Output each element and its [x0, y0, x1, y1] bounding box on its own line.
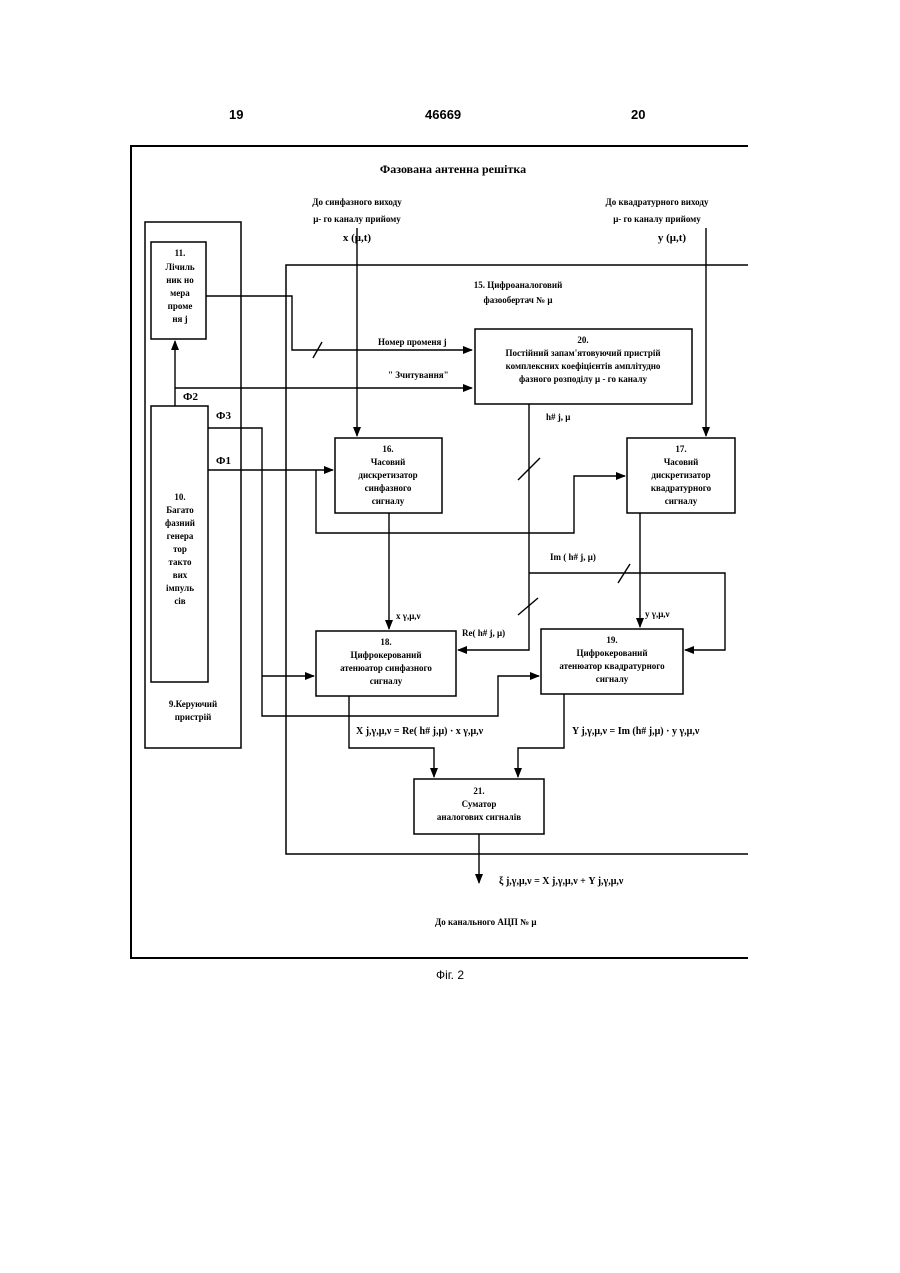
- im-coefficient-label: Im ( h# j, μ): [550, 552, 596, 562]
- coefficient-memory-label-4: фазного розподілу μ - го каналу: [519, 374, 648, 384]
- read-label: " Зчитування": [388, 370, 449, 380]
- x-product-equation: X j,γ,μ,ν = Re( h# j,μ) · x γ,μ,ν: [356, 726, 484, 737]
- quadrature-attenuator-label-1: 19.: [606, 635, 617, 645]
- quadrature-attenuator-label-3: атенюатор квадратурного: [559, 661, 665, 671]
- quadrature-attenuator-label-2: Цифрокерований: [576, 648, 647, 658]
- y-destination-line1: До квадратурного виходу: [606, 197, 709, 207]
- quadrature-discretizer-label-4: квадратурного: [651, 483, 712, 493]
- figure-frame: [131, 146, 748, 958]
- inphase-attenuator-label-3: атенюатор синфазного: [340, 663, 432, 673]
- x-sample-label: x γ,μ,ν: [396, 611, 421, 621]
- bus-marker-re: [518, 598, 538, 615]
- beam-counter-label-4: мера: [170, 288, 190, 298]
- coefficient-memory-label-1: 20.: [577, 335, 588, 345]
- analog-adder-label-3: аналогових сигналів: [437, 812, 521, 822]
- beam-counter-label-1: 11.: [175, 248, 186, 258]
- control-device-block: [145, 222, 241, 748]
- inphase-discretizer-label-3: дискретизатор: [358, 470, 417, 480]
- inphase-attenuator-label-4: сигналу: [370, 676, 403, 686]
- phi3-label: Ф3: [216, 410, 231, 422]
- clock-generator-label-9: сів: [174, 596, 185, 606]
- clock-generator-label-5: тор: [173, 544, 187, 554]
- beam-counter-label-3: ник но: [166, 275, 194, 285]
- analog-adder-label-1: 21.: [473, 786, 484, 796]
- im-coefficient-wire: [529, 573, 725, 650]
- inphase-attenuator-label-1: 18.: [380, 637, 391, 647]
- adc-destination-label: До канального АЦП № μ: [435, 917, 537, 927]
- inphase-discretizer-label-1: 16.: [382, 444, 393, 454]
- y-product-equation: Y j,γ,μ,ν = Im (h# j,μ) · y γ,μ,ν: [572, 726, 700, 737]
- quadrature-discretizer-label-1: 17.: [675, 444, 686, 454]
- signal-lines: [175, 228, 725, 883]
- beam-counter-label-6: ня j: [172, 314, 187, 324]
- output-sum-equation: ξ j,γ,μ,ν = X j,γ,μ,ν + Y j,γ,μ,ν: [499, 876, 624, 887]
- phase-rotator-label-1: 15. Цифроаналоговий: [474, 280, 563, 290]
- clock-generator-label-7: вих: [173, 570, 188, 580]
- figure-caption: Фіг. 2: [0, 968, 900, 982]
- clock-generator-label-2: Багато: [166, 505, 194, 515]
- control-device-label-1: 9.Керуючий: [169, 699, 217, 709]
- quadrature-attenuator-label-4: сигналу: [596, 674, 629, 684]
- clock-generator-label-8: імпуль: [166, 583, 194, 593]
- x-destination-line1: До синфазного виходу: [312, 197, 402, 207]
- beam-number-label: Номер променя j: [378, 337, 447, 347]
- inphase-discretizer-label-4: синфазного: [365, 483, 412, 493]
- clock-generator-label-3: фазний: [165, 518, 195, 528]
- phase-rotator-label-2: фазообертач № μ: [484, 295, 553, 305]
- quadrature-discretizer-label-5: сигналу: [665, 496, 698, 506]
- coefficient-memory-label-2: Постійний запам'ятовуючий пристрій: [505, 348, 660, 358]
- quadrature-discretizer-label-2: Часовий: [664, 457, 699, 467]
- beam-counter-label-2: Лічиль: [165, 262, 195, 272]
- control-device-label-2: пристрій: [175, 712, 212, 722]
- y-destination-line2: μ- го каналу прийому: [613, 214, 701, 224]
- x-destination-line2: μ- го каналу прийому: [313, 214, 401, 224]
- coefficient-memory-label-3: комплексних коефіцієнтів амплітудно: [506, 361, 661, 371]
- re-coefficient-wire: [458, 404, 529, 650]
- re-coefficient-label: Re( h# j, μ): [462, 628, 505, 638]
- beam-counter-label-5: проме: [168, 301, 193, 311]
- clock-generator-label-6: такто: [168, 557, 192, 567]
- clock-generator-label-4: генера: [167, 531, 194, 541]
- diagram-title: Фазована антенна решітка: [380, 162, 526, 176]
- y-product-wire: [518, 694, 564, 777]
- h-coefficient-label: h# j, μ: [546, 412, 570, 422]
- clock-generator-label-1: 10.: [174, 492, 185, 502]
- inphase-discretizer-label-2: Часовий: [371, 457, 406, 467]
- inphase-discretizer-label-5: сигналу: [372, 496, 405, 506]
- quadrature-discretizer-label-3: дискретизатор: [651, 470, 710, 480]
- phi2-label: Ф2: [183, 391, 198, 403]
- y-input-signal: y (μ,t): [658, 232, 687, 244]
- inphase-attenuator-label-2: Цифрокерований: [350, 650, 421, 660]
- phi1-label: Ф1: [216, 455, 231, 467]
- y-sample-label: y γ,μ,ν: [645, 609, 670, 619]
- analog-adder-label-2: Суматор: [462, 799, 497, 809]
